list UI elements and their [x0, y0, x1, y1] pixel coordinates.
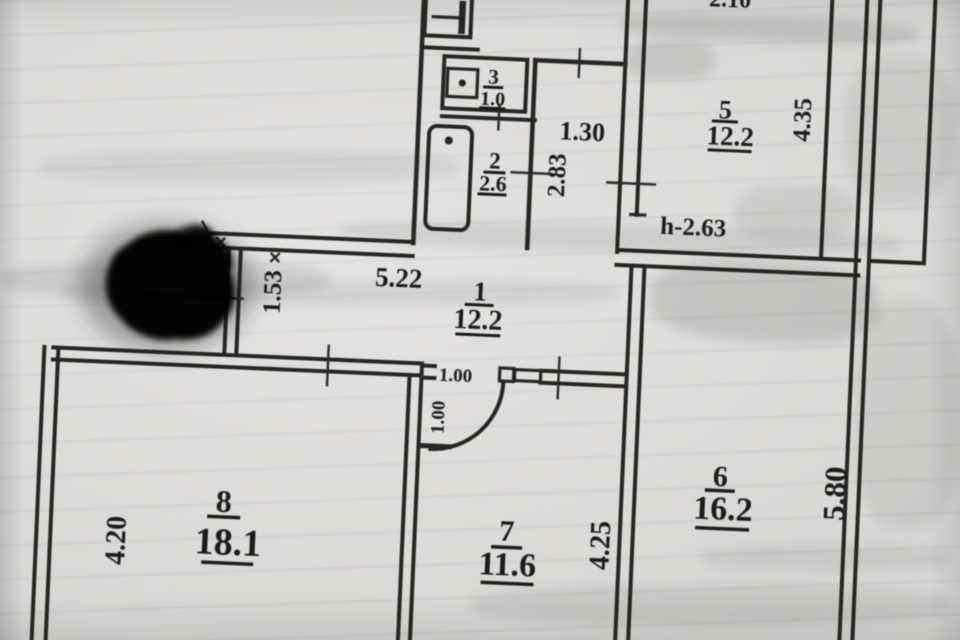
underline	[477, 192, 507, 197]
axis-tick	[606, 181, 657, 186]
wall	[393, 372, 412, 640]
sink-icon	[431, 15, 464, 20]
scan-smudge	[470, 585, 950, 625]
wall	[623, 265, 647, 640]
scan-smudge	[40, 150, 460, 184]
room-8-area: 18.1	[194, 520, 262, 565]
wall	[421, 45, 480, 52]
dimension-door-b: 1.00	[428, 400, 450, 434]
sink-cabinet	[422, 0, 476, 40]
plan-tilt-group: 2.10 3 1.0 2 2.6 1.30 2.83 5 12.2 4.35 h…	[27, 0, 938, 640]
door-jamb	[629, 212, 647, 217]
bathtub-icon	[423, 123, 475, 233]
toilet-icon	[445, 66, 480, 100]
fraction-bar	[483, 170, 506, 175]
fraction-bar	[491, 544, 523, 550]
finger-smudge-core	[105, 229, 235, 340]
axis-tick	[556, 356, 561, 400]
wall	[439, 114, 537, 123]
wall	[634, 0, 650, 217]
door-leaf	[420, 443, 452, 450]
room-3-area: 1.0	[480, 88, 506, 111]
room-7-area: 11.6	[478, 545, 537, 584]
clipped-top-dimension: 2.10	[709, 0, 752, 14]
scan-smudge	[625, 40, 715, 80]
finger-smudge	[80, 223, 252, 351]
fraction-bar	[711, 119, 738, 124]
wall	[538, 368, 629, 377]
room-3-number: 3	[488, 64, 500, 88]
dimension-room5-depth: 4.35	[789, 97, 818, 142]
scan-smudge	[735, 185, 855, 240]
wall	[419, 363, 438, 369]
room-7-number: 7	[499, 515, 515, 549]
room-2-number: 2	[489, 148, 502, 173]
underline	[201, 560, 254, 567]
wall	[846, 0, 883, 640]
wall	[524, 57, 538, 251]
wall	[538, 380, 629, 389]
room-6-area: 16.2	[692, 489, 753, 529]
wall	[419, 375, 437, 381]
wall	[615, 247, 862, 263]
wall	[615, 0, 632, 255]
sink-icon	[458, 0, 467, 35]
dimension-line	[510, 170, 553, 176]
wall	[50, 357, 424, 378]
wall	[614, 262, 861, 278]
axis-tick	[577, 48, 582, 79]
fraction-bar	[704, 488, 735, 494]
scan-smudge	[855, 300, 960, 530]
toilet-icon	[458, 79, 466, 87]
dimension-door-a: 1.00	[438, 365, 472, 387]
room-1-area: 12.2	[453, 304, 503, 337]
wall	[27, 344, 47, 640]
wall	[610, 264, 634, 640]
bathtub-drain	[444, 136, 453, 145]
room-5-area: 12.2	[706, 120, 755, 152]
underline	[695, 525, 750, 532]
ceiling-height-note: h-2.63	[660, 213, 727, 243]
dimension-room8-width: 4.20	[100, 515, 133, 565]
toilet-room	[440, 54, 530, 114]
wall	[51, 345, 425, 366]
wall	[405, 361, 425, 640]
dimension-corridor-width: 5.22	[375, 262, 424, 294]
dimension-room6-depth: 5.80	[815, 466, 852, 522]
room-8-number: 8	[215, 483, 233, 520]
wall	[921, 0, 938, 266]
dimension-hall-width: 1.30	[559, 116, 606, 147]
door-frame	[512, 367, 543, 384]
axis-tick	[325, 344, 330, 387]
wall	[41, 345, 61, 640]
wall	[833, 0, 870, 640]
fraction-bar	[483, 85, 504, 90]
x-mark	[269, 251, 281, 264]
underline	[480, 580, 534, 587]
underline	[455, 332, 501, 338]
underline	[707, 148, 752, 154]
underline	[479, 106, 506, 111]
wall	[818, 0, 836, 261]
fraction-bar	[464, 302, 494, 308]
room-2-area: 2.6	[479, 171, 508, 197]
fraction-bar	[207, 514, 241, 520]
dimension-hall-depth: 2.83	[543, 153, 572, 198]
scan-smudge	[700, 545, 950, 571]
room-5-number: 5	[718, 95, 732, 125]
dimension-room7-depth: 4.25	[584, 520, 617, 570]
room-1-number: 1	[473, 276, 488, 307]
wall	[206, 230, 416, 245]
wall	[866, 258, 926, 266]
room-6-number: 6	[712, 460, 728, 494]
door-frame	[497, 366, 516, 384]
dimension-partition: 1.53	[259, 270, 288, 315]
